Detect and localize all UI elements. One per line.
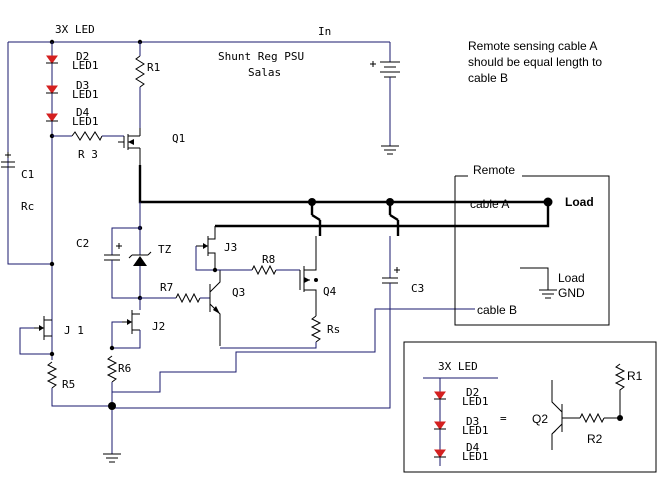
note-line-1: Remote sensing cable A bbox=[468, 39, 597, 53]
inset-led-group-label: 3X LED bbox=[438, 360, 478, 373]
mosfet-q1 bbox=[118, 128, 141, 165]
q1-label: Q1 bbox=[172, 132, 185, 145]
d3-part-label: LED1 bbox=[72, 88, 99, 101]
rs-label: Rs bbox=[327, 323, 340, 336]
r3-label: R 3 bbox=[78, 148, 98, 161]
resistor-r3 bbox=[52, 131, 124, 142]
j3-label: J3 bbox=[224, 241, 237, 254]
d4-part-label: LED1 bbox=[72, 115, 99, 128]
jfet-j3 bbox=[195, 226, 230, 273]
zener-tz bbox=[128, 228, 152, 301]
cable-b-label: cable B bbox=[477, 303, 517, 317]
inset-equals: = bbox=[500, 412, 507, 425]
load-gnd-line-2: GND bbox=[558, 286, 585, 300]
cable-b-wire bbox=[112, 308, 475, 393]
resistor-r6 bbox=[106, 355, 118, 454]
d2-label: D2 bbox=[76, 50, 89, 63]
input-battery bbox=[370, 42, 400, 155]
j1-label: J 1 bbox=[64, 324, 84, 337]
mosfet-q4 bbox=[299, 236, 318, 316]
c3-label: C3 bbox=[411, 282, 424, 295]
q3-label: Q3 bbox=[232, 286, 245, 299]
inset-q2-label: Q2 bbox=[532, 412, 548, 426]
inset-d4-part-label: LED1 bbox=[462, 450, 489, 463]
inset-d4-label: D4 bbox=[466, 441, 480, 454]
led-group-label: 3X LED bbox=[55, 23, 95, 36]
jfet-j2 bbox=[109, 298, 141, 351]
resistor-r7 bbox=[140, 292, 210, 304]
remote-box bbox=[454, 175, 610, 326]
inset-r1-label: R1 bbox=[627, 369, 643, 383]
tz-label: TZ bbox=[158, 243, 172, 256]
cable-a-label: cable A bbox=[470, 197, 509, 211]
note-line-2: should be equal length to bbox=[468, 55, 602, 69]
top-rail bbox=[7, 39, 390, 265]
capacitor-c2 bbox=[104, 202, 143, 299]
resistor-rs bbox=[220, 315, 322, 349]
load-label: Load bbox=[565, 195, 594, 209]
c2-label: C2 bbox=[76, 237, 89, 250]
led-stack bbox=[46, 42, 58, 360]
r6-label: R6 bbox=[118, 362, 131, 375]
title-line-2: Salas bbox=[248, 66, 281, 79]
r1-label: R1 bbox=[147, 61, 160, 74]
rc-label: Rc bbox=[21, 200, 34, 213]
transistor-q3 bbox=[209, 270, 221, 346]
load-gnd-line-1: Load bbox=[558, 271, 585, 285]
q4-label: Q4 bbox=[323, 285, 337, 298]
inset-d2-part-label: LED1 bbox=[462, 395, 489, 408]
resistor-r5 bbox=[46, 361, 112, 407]
inset-d2-label: D2 bbox=[466, 386, 479, 399]
ground-node bbox=[103, 402, 121, 463]
inset-d3-part-label: LED1 bbox=[462, 424, 489, 437]
c1-label: C1 bbox=[21, 168, 34, 181]
remote-title: Remote bbox=[473, 163, 515, 177]
j2-label: J2 bbox=[152, 320, 165, 333]
inset-d3-label: D3 bbox=[466, 415, 479, 428]
title-line-1: Shunt Reg PSU bbox=[218, 50, 304, 63]
capacitor-c1 bbox=[1, 152, 15, 168]
inset-box bbox=[403, 341, 657, 473]
resistor-r1 bbox=[135, 42, 145, 128]
jfet-j1 bbox=[19, 316, 55, 357]
d2-part-label: LED1 bbox=[72, 59, 99, 72]
resistor-r8 bbox=[230, 264, 300, 276]
r7-label: R7 bbox=[160, 281, 173, 294]
inset-r2-label: R2 bbox=[587, 432, 603, 446]
capacitor-c3 bbox=[112, 236, 400, 409]
d4-label: D4 bbox=[76, 106, 90, 119]
input-label: In bbox=[318, 25, 331, 38]
note-line-3: cable B bbox=[468, 71, 508, 85]
d3-label: D3 bbox=[76, 79, 89, 92]
r8-label: R8 bbox=[262, 253, 275, 266]
r5-label: R5 bbox=[62, 378, 75, 391]
